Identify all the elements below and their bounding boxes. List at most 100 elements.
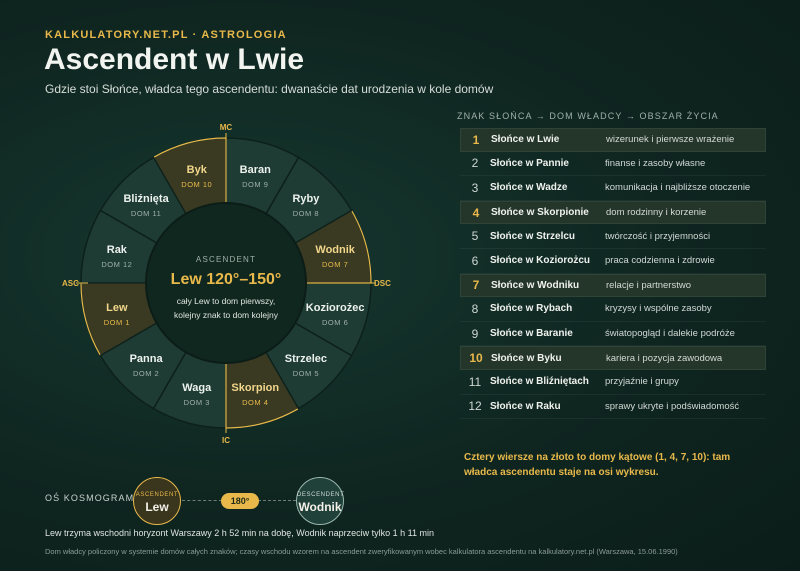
table-row: 12 Słońce w Raku sprawy ukryte i podświado…: [460, 395, 766, 420]
axis-asc-label: ASC: [62, 279, 79, 288]
sector-house-label: DOM 9: [242, 180, 268, 189]
row-sun-sign: Słońce w Strzelcu: [490, 230, 576, 242]
row-life-area: sprawy ukryte i podświadomość: [605, 400, 740, 412]
row-sun-sign: Słońce w Raku: [490, 400, 561, 412]
row-house-number: 7: [472, 278, 480, 293]
ascendant-bubble-label: ASCENDENT: [135, 492, 179, 498]
sector-sign-label: Wodnik: [315, 244, 355, 256]
axis-ic-label: IC: [222, 436, 230, 445]
row-life-area: wizerunek i pierwsze wrażenie: [606, 134, 735, 146]
footer-note: Dom władcy policzony w systemie domów ca…: [45, 547, 678, 556]
row-house-number: 12: [468, 399, 482, 414]
row-sun-sign: Słońce w Skorpionie: [491, 207, 589, 219]
cosmogram-axis-line-right: [258, 500, 296, 501]
angular-houses-note: Cztery wiersze na złoto to domy kątowe (…: [464, 452, 731, 478]
table-row: 11 Słońce w Bliźniętach przyjaźnie i grupy: [460, 370, 766, 395]
table-row: 4 Słońce w Skorpionie dom rodzinny i korze…: [460, 200, 766, 225]
row-sun-sign: Słońce w Wodniku: [491, 279, 580, 291]
table-row: 2 Słońce w Pannie finanse i zasoby własne: [460, 152, 766, 177]
row-sun-sign: Słońce w Lwie: [491, 134, 560, 146]
sector-house-label: DOM 1: [104, 318, 130, 327]
table-row: 7 Słońce w Wodniku relacje i partnerstwo: [460, 273, 766, 298]
table-row: 6 Słońce w Koziorożcu praca codzienna i zd…: [460, 249, 766, 274]
sector-house-label: DOM 5: [293, 369, 319, 378]
center-line-1: cały Lew to dom pierwszy,: [177, 296, 276, 306]
sector-sign-label: Waga: [182, 382, 212, 394]
row-life-area: twórczość i przyjemności: [605, 230, 711, 242]
row-life-area: relacje i partnerstwo: [606, 279, 692, 291]
descendant-bubble-sign: Wodnik: [298, 500, 342, 514]
row-sun-sign: Słońce w Baranie: [490, 328, 573, 340]
center-title: Lew 120°–150°: [171, 271, 282, 288]
axis-mc-label: MC: [220, 123, 233, 132]
row-life-area: komunikacja i najbliższe otoczenie: [605, 182, 751, 194]
sector-house-label: DOM 10: [181, 180, 212, 189]
row-house-number: 9: [471, 326, 479, 341]
sector-sign-label: Rak: [107, 244, 128, 256]
row-life-area: finanse i zasoby własne: [605, 157, 706, 169]
row-life-area: kariera i pozycja zawodowa: [606, 352, 723, 364]
ascendant-bubble-sign: Lew: [145, 500, 169, 514]
table-row: 10 Słońce w Byku kariera i pozycja zawodow…: [460, 346, 766, 370]
cosmogram-description: Lew trzyma wschodni horyzont Warszawy 2 …: [45, 528, 435, 538]
row-house-number: 2: [471, 156, 479, 171]
sector-house-label: DOM 6: [322, 318, 348, 327]
row-life-area: przyjaźnie i grupy: [605, 376, 679, 388]
row-house-number: 4: [472, 205, 480, 220]
row-house-number: 11: [468, 374, 482, 389]
table-row: 3 Słońce w Wadze komunikacja i najbliższe …: [460, 176, 766, 201]
row-life-area: dom rodzinny i korzenie: [606, 207, 707, 219]
row-sun-sign: Słońce w Rybach: [490, 303, 573, 315]
row-life-area: praca codzienna i zdrowie: [605, 255, 715, 267]
table-header: ZNAK SŁOŃCA → DOM WŁADCY → OBSZAR ŻYCIA: [457, 111, 719, 121]
cosmogram-axis-line-left: [182, 500, 222, 501]
row-house-number: 6: [471, 253, 479, 268]
sector-house-label: DOM 8: [293, 209, 319, 218]
row-sun-sign: Słońce w Wadze: [490, 182, 568, 194]
row-sun-sign: Słońce w Bliźniętach: [490, 376, 589, 388]
descendant-bubble-label: DESCENDENT: [297, 492, 345, 498]
center-kicker: ASCENDENT: [196, 255, 256, 264]
sector-sign-label: Strzelec: [285, 353, 327, 365]
descendant-bubble: DESCENDENT Wodnik: [296, 477, 344, 525]
page-title: Ascendent w Lwie: [44, 43, 305, 76]
row-house-number: 5: [471, 229, 479, 244]
opposition-angle-pill: 180°: [221, 493, 259, 509]
row-sun-sign: Słońce w Koziorożcu: [490, 255, 591, 267]
sector-sign-label: Byk: [187, 164, 208, 176]
brand-label: KALKULATORY.NET.PL · ASTROLOGIA: [45, 29, 287, 41]
row-life-area: kryzysy i wspólne zasoby: [605, 303, 712, 315]
sector-sign-label: Ryby: [292, 193, 320, 205]
sector-sign-label: Bliźnięta: [123, 193, 169, 205]
axis-dsc-label: DSC: [374, 279, 391, 288]
page-subtitle: Gdzie stoi Słońce, władca tego ascendent…: [45, 82, 494, 96]
table-row: 1 Słońce w Lwie wizerunek i pierwsze wraże…: [460, 128, 766, 152]
sector-sign-label: Skorpion: [231, 382, 279, 394]
table-row: 9 Słońce w Baranie światopogląd i dalekie …: [460, 322, 766, 347]
ascendant-bubble: ASCENDENT Lew: [133, 477, 181, 525]
sector-sign-label: Panna: [130, 353, 164, 365]
sector-house-label: DOM 3: [184, 398, 210, 407]
cosmogram-label: OŚ KOSMOGRAMU: [45, 493, 142, 503]
row-house-number: 8: [471, 301, 479, 316]
sector-house-label: DOM 2: [133, 369, 159, 378]
row-house-number: 10: [469, 351, 483, 366]
sector-sign-label: Koziorożec: [306, 302, 365, 314]
row-sun-sign: Słońce w Pannie: [490, 157, 569, 169]
row-house-number: 3: [471, 180, 479, 195]
wheel-inner-disc: [145, 202, 307, 364]
sector-sign-label: Lew: [106, 302, 128, 314]
sector-house-label: DOM 12: [101, 260, 132, 269]
row-sun-sign: Słońce w Byku: [491, 352, 562, 364]
center-line-2: kolejny znak to dom kolejny: [174, 310, 279, 320]
row-life-area: światopogląd i dalekie podróże: [605, 328, 735, 340]
table-row: 5 Słońce w Strzelcu twórczość i przyjemnoś…: [460, 224, 766, 249]
table-row: 8 Słońce w Rybach kryzysy i wspólne zasoby: [460, 297, 766, 322]
house-table: 1 Słońce w Lwie wizerunek i pierwsze wraże…: [460, 128, 766, 420]
sector-house-label: DOM 11: [131, 209, 161, 218]
sector-house-label: DOM 7: [322, 260, 348, 269]
row-house-number: 1: [472, 132, 480, 147]
sector-sign-label: Baran: [240, 164, 271, 176]
sector-house-label: DOM 4: [242, 398, 268, 407]
